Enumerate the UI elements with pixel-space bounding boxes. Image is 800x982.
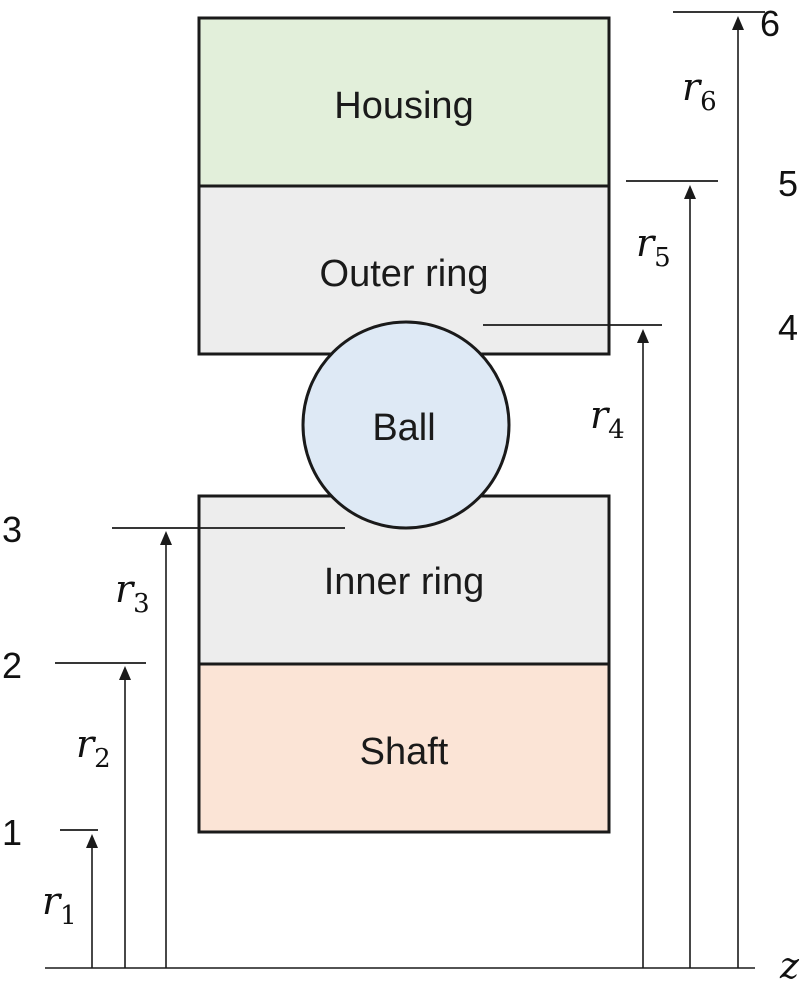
r2-subscript: 2 (94, 744, 111, 774)
outer-ring-label: Outer ring (320, 253, 489, 295)
r3-symbol: r (115, 567, 136, 611)
r2-symbol: r (76, 722, 97, 766)
r6-arrow-head (732, 16, 744, 30)
r5-label: r5 (636, 221, 671, 273)
ball-circle (301, 320, 511, 530)
r5-symbol: r (636, 221, 657, 265)
r3-subscript: 3 (133, 589, 150, 619)
r4-symbol: r (590, 393, 611, 437)
r1-symbol: r (42, 879, 63, 923)
ball-label: Ball (372, 407, 435, 449)
r1-subscript: 1 (60, 901, 77, 931)
r6-subscript: 6 (700, 87, 717, 117)
housing-label: Housing (334, 85, 473, 127)
inner-ring-label: Inner ring (324, 561, 485, 603)
level-4-number: 4 (778, 307, 798, 348)
level-1-number: 1 (2, 812, 22, 853)
r1-arrow-head (86, 834, 98, 848)
r6-label: r6 (682, 65, 717, 117)
housing-block (197, 16, 611, 188)
r4-arrow-head (637, 329, 649, 343)
level-2-number: 2 (2, 645, 22, 686)
shaft-label: Shaft (360, 731, 449, 773)
level-3-number: 3 (2, 509, 22, 550)
level-5-number: 5 (778, 163, 798, 204)
r4-subscript: 4 (608, 415, 625, 445)
r4-label: r4 (590, 393, 625, 445)
r2-arrow-head (119, 666, 131, 680)
r6-symbol: r (682, 65, 703, 109)
r5-arrow-head (684, 185, 696, 199)
level-6-number: 6 (760, 3, 780, 44)
r1-label: r1 (42, 879, 77, 931)
r3-arrow-head (160, 531, 172, 545)
shaft-block (197, 662, 611, 834)
r5-subscript: 5 (654, 243, 671, 273)
z-axis-label: z (779, 946, 800, 982)
r3-label: r3 (115, 567, 150, 619)
r2-label: r2 (76, 722, 111, 774)
